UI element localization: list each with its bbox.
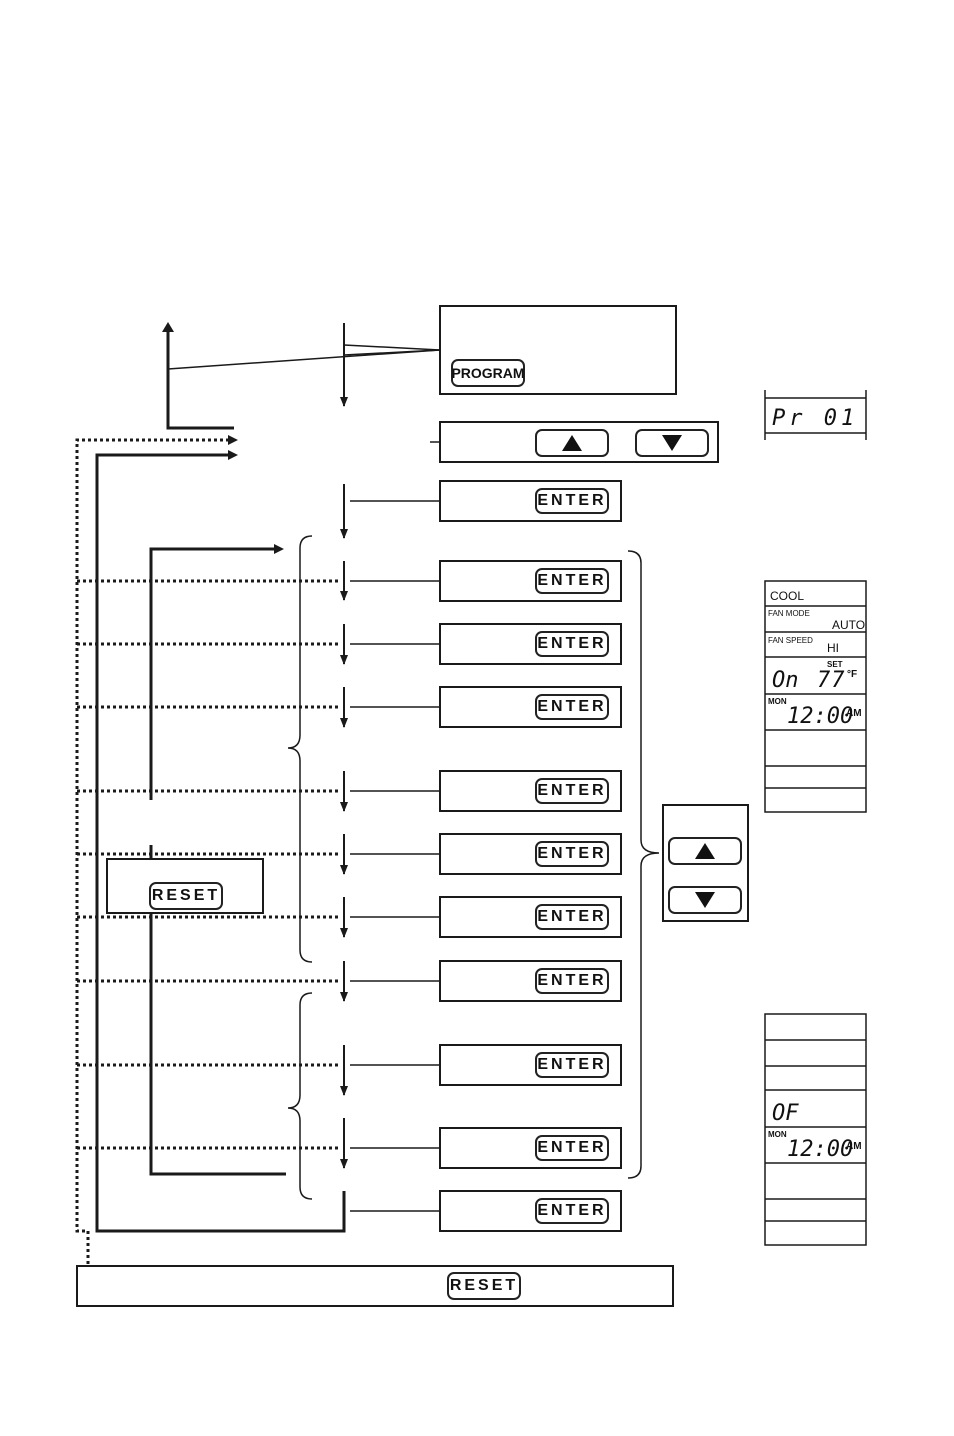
dotted-return-lines [75, 438, 340, 1264]
left-braces [287, 535, 313, 1200]
lcd-fan-speed-label: FAN SPEED [768, 636, 813, 645]
lcd-off-day: MON [768, 1130, 787, 1139]
up-triangle-icon [562, 435, 582, 451]
lcd-cool-display [764, 580, 867, 813]
lcd-fan-speed-value: HI [827, 641, 839, 655]
up-button-side[interactable] [668, 837, 742, 865]
lcd-temperature: 77 [817, 668, 846, 693]
lcd-unit: °F [847, 669, 858, 680]
enter-button[interactable]: ENTER [535, 1135, 609, 1161]
enter-button[interactable]: ENTER [535, 968, 609, 994]
down-triangle-icon [695, 892, 715, 908]
enter-button[interactable]: ENTER [535, 488, 609, 514]
down-button[interactable] [635, 429, 709, 457]
lcd-fan-mode-label: FAN MODE [768, 609, 810, 618]
reset-button-side[interactable]: RESET [149, 882, 223, 910]
solid-loop-lines [95, 332, 346, 1233]
lcd-set-label: SET [827, 660, 843, 669]
lcd-pr-display [764, 390, 867, 440]
up-button[interactable] [535, 429, 609, 457]
enter-button[interactable]: ENTER [535, 631, 609, 657]
down-button-side[interactable] [668, 886, 742, 914]
lcd-off-time: 12:00 [787, 1137, 854, 1162]
lcd-fan-mode-value: AUTO [832, 618, 866, 632]
enter-button[interactable]: ENTER [535, 694, 609, 720]
box-connectors [167, 344, 441, 1212]
program-button[interactable]: PROGRAM [451, 359, 525, 387]
lcd-ampm: AM [846, 708, 862, 719]
lcd-mode: COOL [770, 589, 805, 603]
reset-button-bottom[interactable]: RESET [447, 1272, 521, 1300]
updown-side-box [662, 804, 749, 922]
lcd-pr-text: Pr 01 [772, 406, 859, 431]
lcd-time: 12:00 [787, 704, 854, 729]
enter-button[interactable]: ENTER [535, 841, 609, 867]
reset-bottom-box [76, 1265, 674, 1307]
reset-side-box [106, 858, 264, 914]
lcd-state: On [772, 668, 799, 693]
enter-button[interactable]: ENTER [535, 568, 609, 594]
enter-button[interactable]: ENTER [535, 1198, 609, 1224]
lcd-day: MON [768, 697, 787, 706]
lcd-off-display [764, 1013, 867, 1246]
lcd-off-state: OF [772, 1101, 799, 1126]
lcd-off-ampm: AM [846, 1141, 862, 1152]
enter-button[interactable]: ENTER [535, 1052, 609, 1078]
down-triangle-icon [662, 435, 682, 451]
enter-button[interactable]: ENTER [535, 778, 609, 804]
right-brace [627, 550, 660, 1179]
enter-button[interactable]: ENTER [535, 904, 609, 930]
up-triangle-icon [695, 843, 715, 859]
